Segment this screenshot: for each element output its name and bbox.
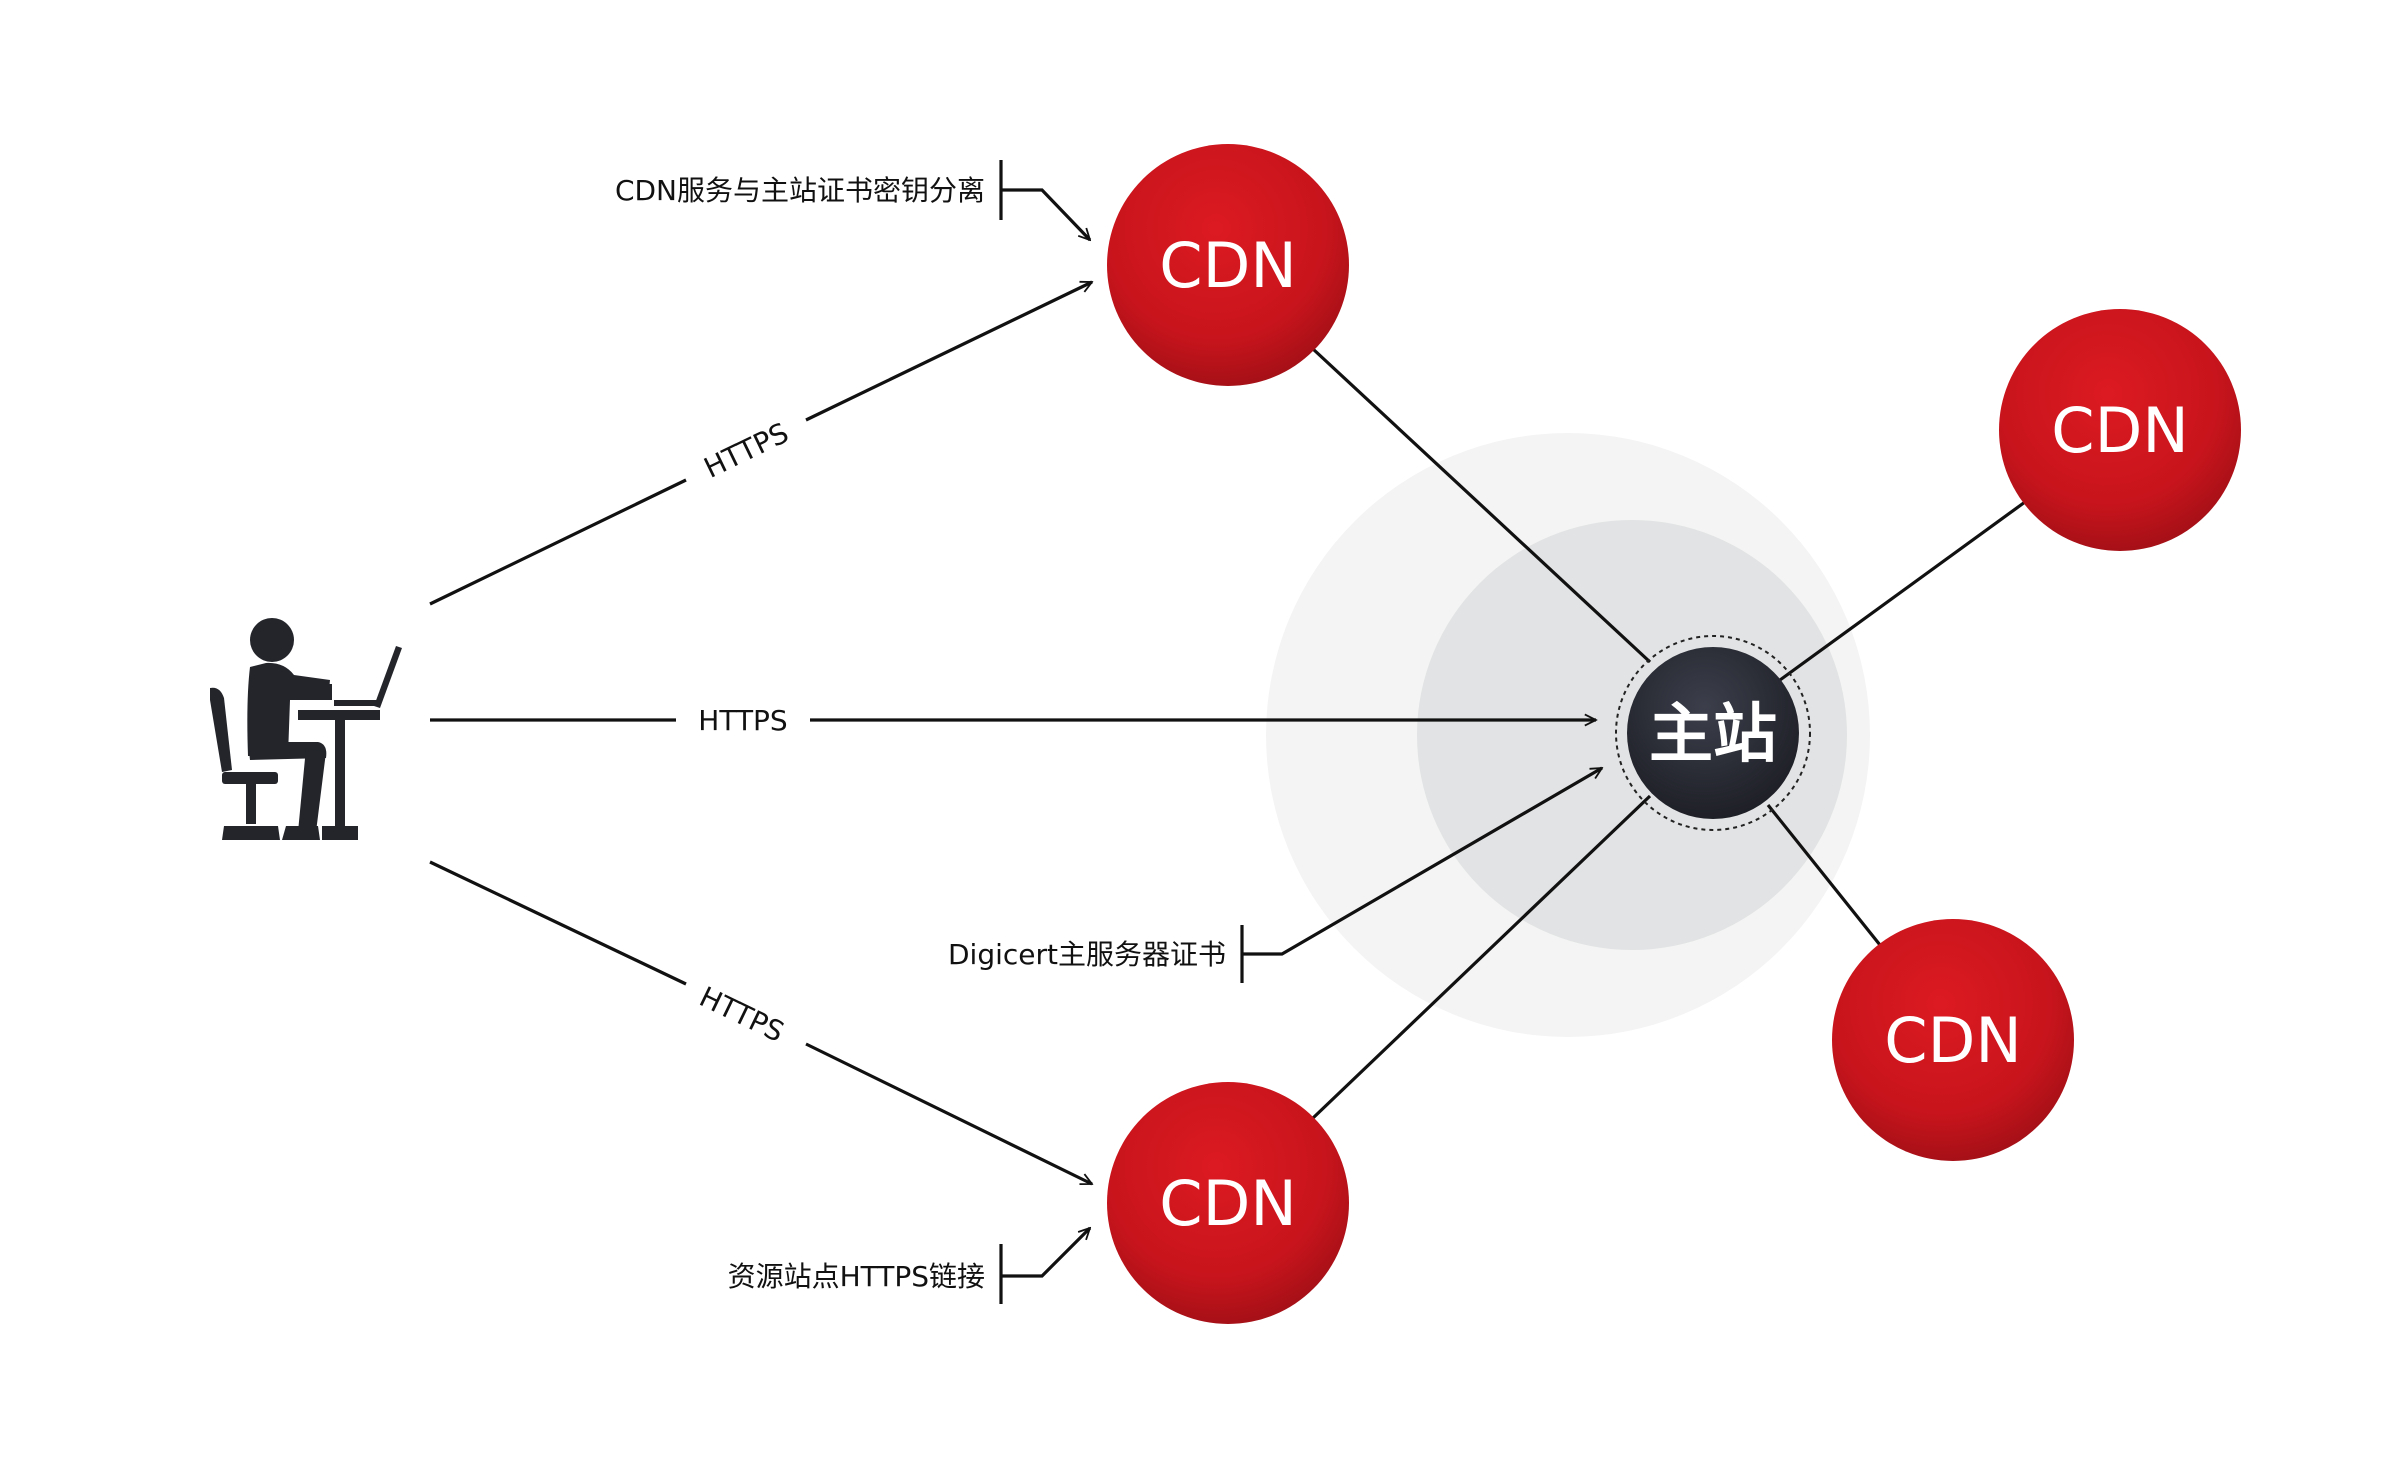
leader-resource-https <box>1001 1228 1090 1278</box>
cdn-node-top: CDN <box>1107 144 1349 386</box>
person-at-laptop-icon <box>210 618 402 840</box>
leader-digicert <box>1242 766 1602 956</box>
edge-label-user-main: HTTPS <box>698 704 787 737</box>
svg-text:主站: 主站 <box>1649 698 1777 772</box>
cdn-node-right-bottom: CDN <box>1832 919 2074 1161</box>
edge-user-cdn-top-a <box>429 478 687 606</box>
main-site-node: 主站 <box>1615 635 1811 831</box>
edge-label-user-cdn-top: HTTPS <box>699 416 794 485</box>
note-digicert: Digicert主服务器证书 <box>948 938 1226 971</box>
leader-key-separation <box>1001 188 1090 240</box>
link-cdn-top-main <box>1311 347 1652 664</box>
cdn-node-right-top: CDN <box>1999 309 2241 551</box>
svg-text:CDN: CDN <box>1159 229 1296 302</box>
link-cdn-right-top-main <box>1779 500 2026 682</box>
link-cdn-right-bottom-main <box>1766 804 1882 946</box>
note-key-separation: CDN服务与主站证书密钥分离 <box>615 174 985 207</box>
svg-text:CDN: CDN <box>1884 1004 2021 1077</box>
link-cdn-bottom-main <box>1311 794 1652 1120</box>
edge-user-cdn-top-b <box>805 280 1092 422</box>
svg-text:CDN: CDN <box>2051 394 2188 467</box>
edge-user-cdn-bottom-a <box>429 860 687 986</box>
svg-text:CDN: CDN <box>1159 1167 1296 1240</box>
cdn-node-bottom: CDN <box>1107 1082 1349 1324</box>
edge-label-user-cdn-bottom: HTTPS <box>694 980 789 1049</box>
edge-user-cdn-bottom-b <box>805 1042 1092 1186</box>
note-resource-https: 资源站点HTTPS链接 <box>728 1260 985 1293</box>
